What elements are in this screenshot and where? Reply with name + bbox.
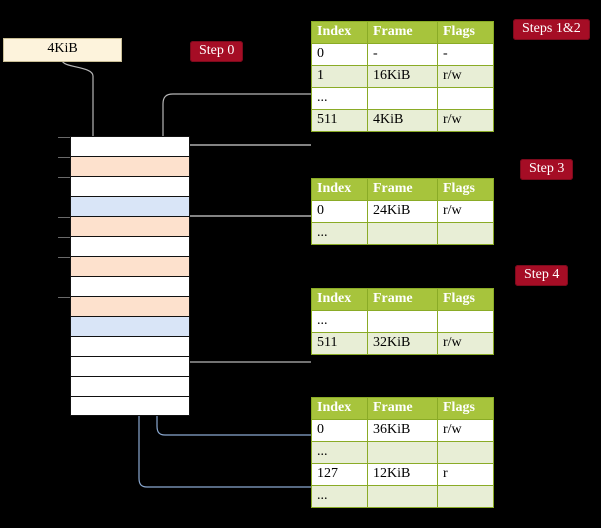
page-table-level-4-r1-index: 1: [311, 65, 368, 88]
badge-step-3: Step 3: [520, 159, 574, 180]
page-table-level-1-header-flags: Flags: [437, 397, 494, 420]
page-table-level-1-header-frame: Frame: [367, 397, 438, 420]
memory-frame-row-9: [70, 316, 190, 336]
table-row: ...: [311, 310, 494, 333]
physical-memory-column: [70, 136, 190, 416]
page-table-level-4-header-frame: Frame: [367, 21, 438, 44]
badge-steps-1-2: Steps 1&2: [513, 19, 590, 40]
page-table-level-4-r2-index: ...: [311, 87, 368, 110]
page-table-level-4-r0-frame: -: [367, 43, 438, 66]
source-frame-label: 4KiB: [47, 41, 78, 56]
memory-frame-row-12: [70, 376, 190, 396]
memory-frame-row-3: [70, 196, 190, 216]
memory-tick: [58, 157, 71, 158]
page-table-level-3-r1-index: ...: [311, 222, 368, 245]
page-table-level-2-r1-index: 511: [311, 332, 368, 355]
page-table-level-4-r0-flags: -: [437, 43, 494, 66]
page-table-level-4-r3-flags: r/w: [437, 109, 494, 132]
page-table-level-4-r1-frame: 16KiB: [367, 65, 438, 88]
page-table-level-1-r2-frame: 12KiB: [367, 463, 438, 486]
memory-tick: [58, 257, 71, 258]
source-frame-box: 4KiB: [3, 38, 122, 62]
memory-tick: [58, 217, 71, 218]
page-table-level-1-r1-index: ...: [311, 441, 368, 464]
page-table-level-3-header-flags: Flags: [437, 178, 494, 201]
page-table-level-1-r0-frame: 36KiB: [367, 419, 438, 442]
badge-step-0: Step 0: [190, 41, 244, 62]
memory-frame-row-2: [70, 176, 190, 196]
memory-frame-row-8: [70, 296, 190, 316]
page-table-level-4-header-flags: Flags: [437, 21, 494, 44]
page-table-level-3-r0-flags: r/w: [437, 200, 494, 223]
page-table-level-4-r3-frame: 4KiB: [367, 109, 438, 132]
table-row: ...: [311, 441, 494, 464]
memory-frame-row-5: [70, 236, 190, 256]
page-table-level-1-header-index: Index: [311, 397, 368, 420]
page-table-level-2-r0-flags: [437, 310, 494, 333]
page-table-level-3-header-index: Index: [311, 178, 368, 201]
page-table-level-1-r1-frame: [367, 441, 438, 464]
memory-frame-row-10: [70, 336, 190, 356]
memory-frame-row-1: [70, 156, 190, 176]
memory-tick: [58, 137, 71, 138]
page-table-level-1-r0-index: 0: [311, 419, 368, 442]
page-table-level-3-r0-index: 0: [311, 200, 368, 223]
badge-step-3-label: Step 3: [529, 161, 565, 176]
page-table-level-1-r3-frame: [367, 485, 438, 508]
table-row: ...: [311, 485, 494, 508]
page-table-level-4-r3-index: 511: [311, 109, 368, 132]
page-table-level-2-header-index: Index: [311, 288, 368, 311]
page-table-level-4-header-index: Index: [311, 21, 368, 44]
page-table-level-1-r2-index: 127: [311, 463, 368, 486]
page-table-level-4-r2-frame: [367, 87, 438, 110]
page-table-level-2-header-frame: Frame: [367, 288, 438, 311]
page-table-level-1-r1-flags: [437, 441, 494, 464]
badge-step-4: Step 4: [515, 265, 569, 286]
page-table-level-3-r0-frame: 24KiB: [367, 200, 438, 223]
page-table-level-3-r1-frame: [367, 222, 438, 245]
page-table-level-1-r3-flags: [437, 485, 494, 508]
page-table-level-2-r1-frame: 32KiB: [367, 332, 438, 355]
badge-step-0-label: Step 0: [199, 43, 235, 58]
page-table-level-3-header-frame: Frame: [367, 178, 438, 201]
memory-frame-row-6: [70, 256, 190, 276]
page-table-level-2-r1-flags: r/w: [437, 332, 494, 355]
page-table-level-1-r0-flags: r/w: [437, 419, 494, 442]
memory-frame-row-0: [70, 136, 190, 156]
memory-frame-row-7: [70, 276, 190, 296]
page-table-level-1-r2-flags: r: [437, 463, 494, 486]
table-row: ...: [311, 87, 494, 110]
memory-tick: [58, 177, 71, 178]
badge-steps-1-2-label: Steps 1&2: [522, 21, 581, 36]
badge-step-4-label: Step 4: [524, 267, 560, 282]
page-table-level-3-r1-flags: [437, 222, 494, 245]
page-table-level-4-r1-flags: r/w: [437, 65, 494, 88]
memory-frame-row-13: [70, 396, 190, 416]
page-table-level-2-r0-index: ...: [311, 310, 368, 333]
memory-tick: [58, 297, 71, 298]
memory-frame-row-4: [70, 216, 190, 236]
table-row: 0--: [311, 43, 494, 66]
page-table-level-2-header-flags: Flags: [437, 288, 494, 311]
page-table-level-4-r2-flags: [437, 87, 494, 110]
memory-tick: [58, 237, 71, 238]
page-table-level-2-r0-frame: [367, 310, 438, 333]
table-row: ...: [311, 222, 494, 245]
page-table-level-1-r3-index: ...: [311, 485, 368, 508]
memory-frame-row-11: [70, 356, 190, 376]
page-table-level-4-r0-index: 0: [311, 43, 368, 66]
